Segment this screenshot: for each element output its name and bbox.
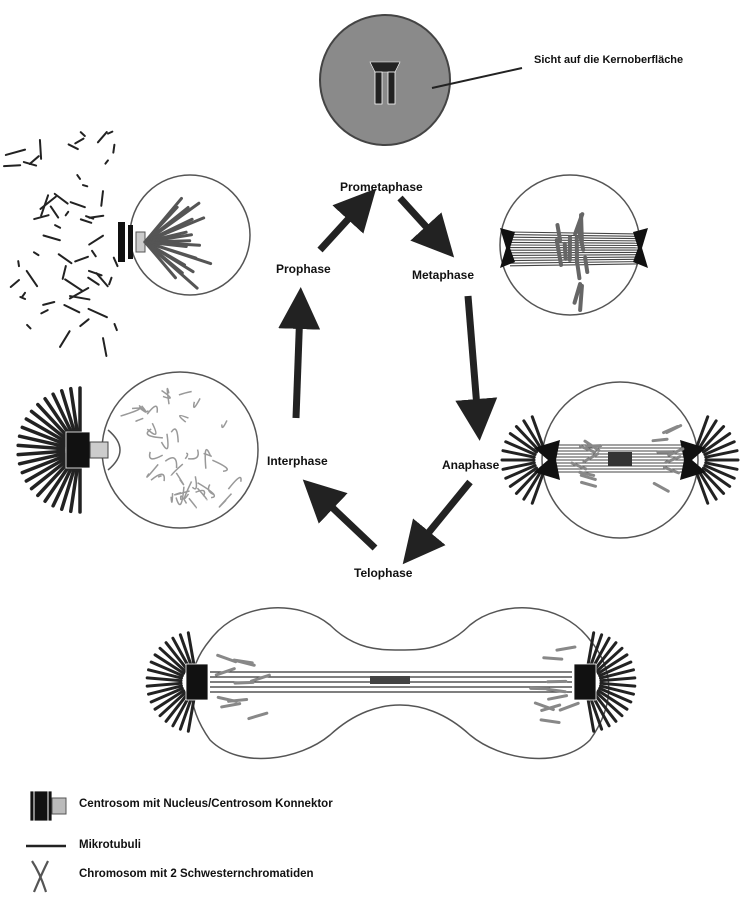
label-anaphase: Anaphase [442,458,499,472]
chromatid [544,658,562,659]
label-interphase: Interphase [267,454,328,468]
metaphase-cell [500,175,648,315]
astral-microtubule [147,683,181,686]
fragment [51,206,58,217]
chromatid [235,682,253,683]
fragment [66,212,69,215]
fragment [77,175,80,179]
fragment [44,235,60,240]
fragment [40,140,41,159]
fragment [89,236,103,245]
fragment [71,202,85,207]
fragment [105,160,108,163]
fragment [83,185,87,186]
fragment [64,305,79,312]
fragment [69,144,78,149]
fragment [115,324,117,330]
fragment [41,310,47,313]
legend-microtubule-label: Mikrotubuli [79,839,141,851]
fragment [63,266,66,279]
anaphase-cell [502,382,738,538]
fragment [22,293,25,297]
interphase-cell [18,372,258,528]
fragment [30,156,39,164]
fragment [92,251,96,257]
fragment [113,145,114,153]
legend-chromosome-icon [32,861,48,892]
fragment [41,195,48,215]
fragment [89,309,107,317]
label-prophase: Prophase [276,262,331,276]
fragment [80,319,88,326]
fragment [20,297,25,299]
spindle-fiber [510,255,638,256]
fragment [75,139,83,144]
telophase-cell [147,608,635,759]
fragment [98,132,107,142]
label-metaphase: Metaphase [412,268,474,282]
chromosome [557,225,560,240]
fragment [65,279,82,290]
fragment [109,278,111,285]
spindle-fiber [510,245,638,246]
fragment [88,278,99,285]
annotation-nuclear-surface: Sicht auf die Kernoberfläche [534,54,683,66]
fragment [4,165,20,166]
label-prometaphase: Prometaphase [340,180,423,194]
label-telophase: Telophase [354,566,412,580]
fragment [81,219,91,222]
fragment [55,194,68,204]
fragment [60,331,70,347]
fragment [103,338,106,356]
fragment [81,132,85,136]
fragment [89,271,102,275]
fragment [108,132,112,134]
fragment [55,225,60,228]
chromosome [577,259,580,278]
chromosome [585,258,587,272]
fragment [59,254,72,263]
prometaphase-cell [320,15,522,145]
prophase-cell [4,132,250,356]
fragment [34,252,38,255]
fragment [27,325,30,329]
fragment [11,280,19,287]
cycle-arrows [296,198,478,548]
legend-centrosome-icon [30,791,66,821]
fragment [101,191,103,206]
fragment [18,261,19,266]
chromosome [565,244,566,259]
fragment [40,197,55,209]
chromatid [653,439,667,440]
legend-centrosome-label: Centrosom mit Nucleus/Centrosom Konnekto… [79,798,333,810]
fragment [6,150,25,155]
legend-chromosome-label: Chromosom mit 2 Schwesternchromatiden [79,868,314,880]
fragment [114,258,118,266]
fragment [75,257,88,262]
fragment [43,302,54,305]
fragment [27,271,37,286]
astral-microtubule [147,678,181,681]
